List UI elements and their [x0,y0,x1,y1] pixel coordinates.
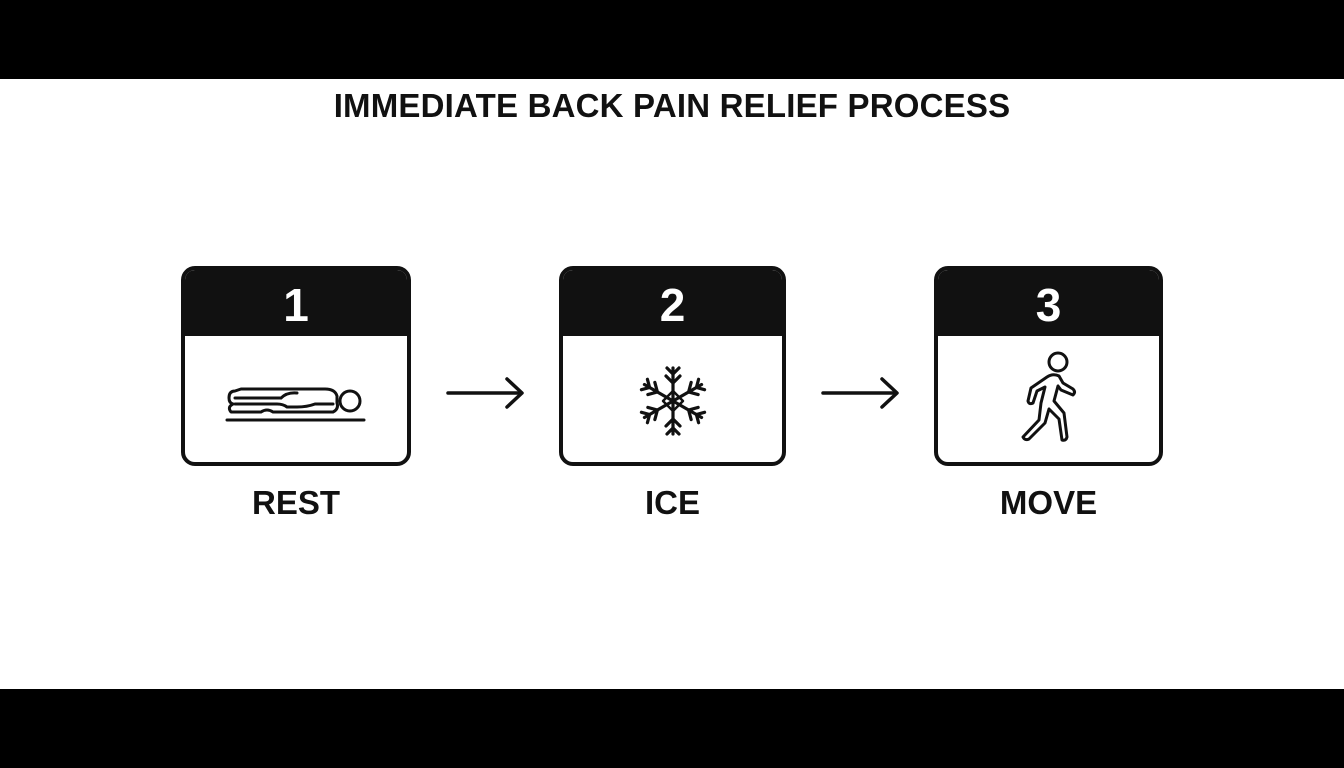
step-card-move: 3 [934,266,1163,466]
right-arrow-icon [821,377,899,409]
step-number: 3 [938,270,1159,336]
step-card-ice: 2 [559,266,786,466]
step-number: 1 [185,270,407,336]
step-label-ice: ICE [644,484,700,521]
right-arrow-icon [446,377,524,409]
step-label-move: MOVE [999,484,1098,521]
person-lying-icon [225,387,366,422]
walking-person-icon [1021,351,1076,442]
snowflake-icon [639,366,706,436]
step-card-rest: 1 [181,266,411,466]
step-label-rest: REST [251,484,340,521]
diagram-title: IMMEDIATE BACK PAIN RELIEF PROCESS [333,87,1011,124]
step-number: 2 [563,270,782,336]
